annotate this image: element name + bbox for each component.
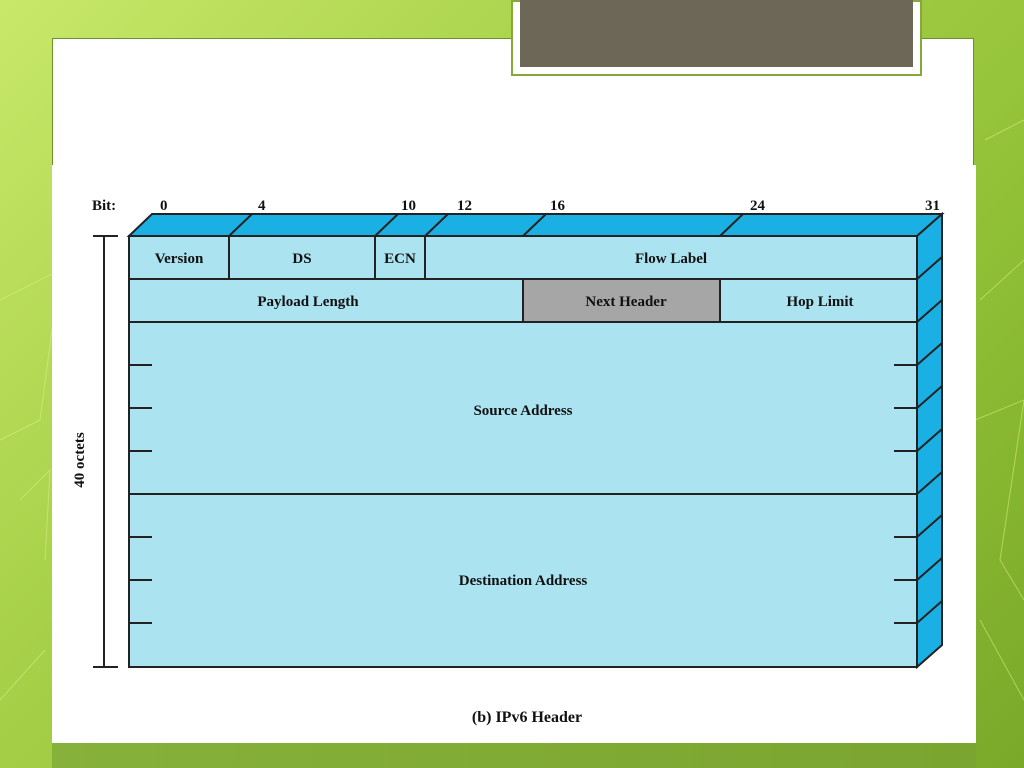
bottom-background-strip (52, 743, 976, 768)
source-address-label: Source Address (473, 403, 572, 419)
payload-length-label: Payload Length (257, 294, 359, 310)
next-header-field (522, 278, 721, 323)
bit-position-16: 16 (550, 198, 566, 214)
size-label: 40 octets (72, 432, 88, 488)
destination-address-field (128, 493, 918, 668)
bit-position-24: 24 (750, 198, 766, 214)
bit-label: Bit: (92, 198, 116, 214)
payload-length-field (128, 278, 524, 323)
bit-position-31: 31 (925, 198, 940, 214)
ds-label: DS (292, 251, 311, 267)
bit-position-0: 0 (160, 198, 168, 214)
bit-position-4: 4 (258, 198, 266, 214)
bit-position-10: 10 (401, 198, 416, 214)
hop-limit-label: Hop Limit (786, 294, 853, 310)
version-label: Version (155, 251, 204, 267)
flow-label-field (424, 235, 918, 280)
ecn-label: ECN (384, 251, 416, 267)
flow-label-label: Flow Label (635, 251, 707, 267)
figure-caption: (b) IPv6 Header (472, 709, 582, 726)
size-bracket (93, 235, 118, 668)
row-tick-marks (129, 364, 917, 624)
bit-position-12: 12 (457, 198, 472, 214)
slide-title-bar (520, 0, 913, 67)
next-header-label: Next Header (585, 294, 667, 310)
ds-field (228, 235, 376, 280)
destination-address-label: Destination Address (459, 573, 588, 589)
